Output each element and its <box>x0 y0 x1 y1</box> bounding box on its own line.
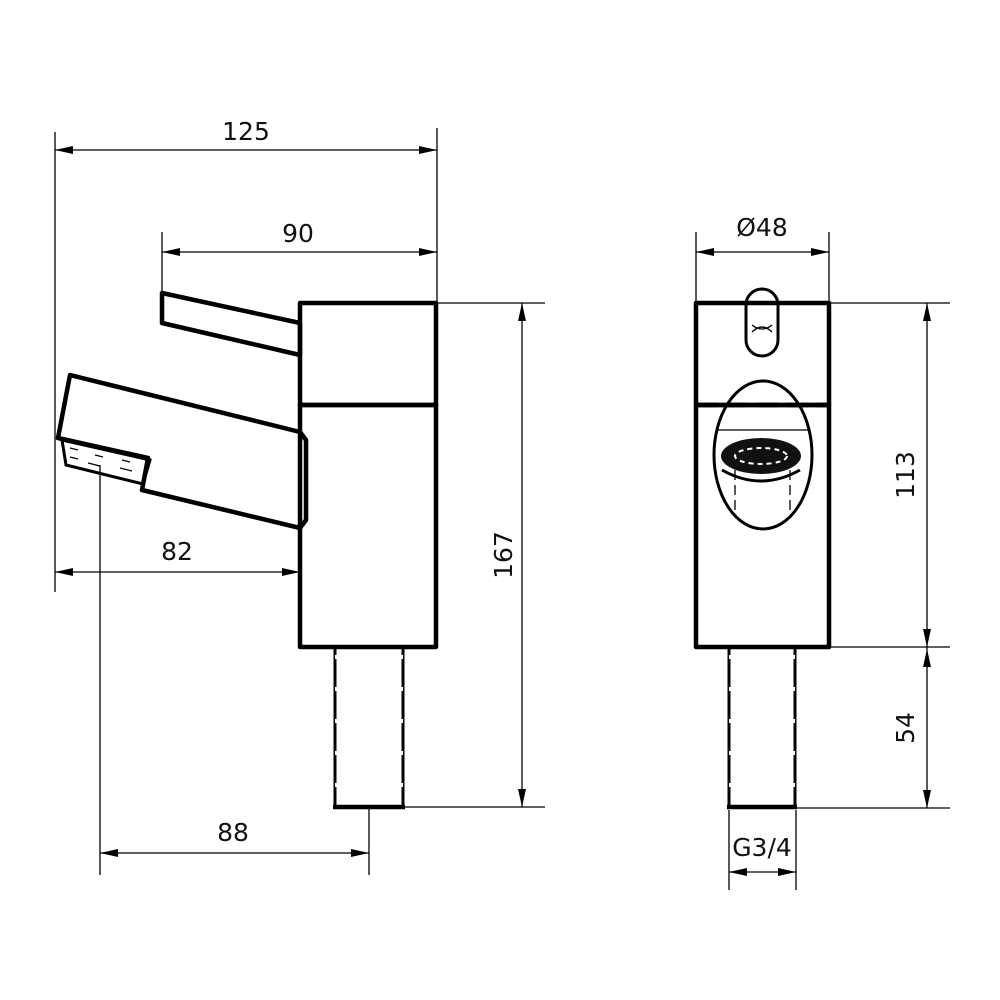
aerator <box>60 438 152 486</box>
dim-shank-thread: G3/4 <box>732 833 792 862</box>
lever-end <box>744 287 780 358</box>
tap-body-upper <box>297 300 439 408</box>
front-shank <box>727 645 797 809</box>
side-dimensions <box>54 128 545 875</box>
front-body-upper <box>693 300 832 408</box>
aerator-marks <box>69 447 133 472</box>
front-view <box>693 287 832 810</box>
dim-overall-width: 125 <box>222 117 270 146</box>
tap-body-lower <box>297 402 439 650</box>
side-view <box>55 290 439 810</box>
dim-body-height: 113 <box>891 451 920 499</box>
dim-shank-length: 54 <box>891 712 920 744</box>
front-dimensions <box>695 232 950 890</box>
front-dimension-labels: Ø48 113 54 G3/4 <box>732 213 920 862</box>
lever-handle <box>159 290 303 358</box>
spout-outline <box>712 379 814 531</box>
spout <box>55 372 309 531</box>
dim-body-diameter: Ø48 <box>736 213 788 242</box>
aerator-face <box>721 438 801 474</box>
dim-spout-projection: 82 <box>161 537 193 566</box>
dim-spout-to-shank: 88 <box>217 818 249 847</box>
dim-overall-height: 167 <box>489 531 518 579</box>
shank <box>333 645 405 809</box>
side-dimension-labels: 125 90 82 88 167 <box>161 117 518 847</box>
dim-body-to-lever: 90 <box>282 219 314 248</box>
